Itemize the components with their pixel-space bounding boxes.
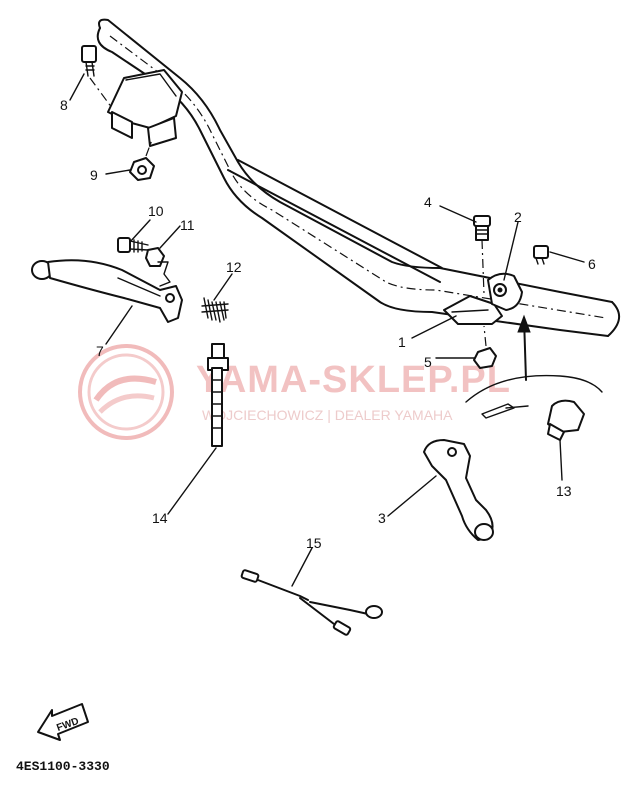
callout-12: 12 <box>226 259 242 275</box>
watermark-logo <box>78 344 174 440</box>
inset-pointer <box>465 314 603 403</box>
screw-6 <box>533 245 549 265</box>
callout-14: 14 <box>152 510 168 526</box>
clip-pin-13 <box>481 399 585 441</box>
wire-15 <box>240 569 383 636</box>
lever-holder-1 <box>443 295 503 325</box>
callout-13: 13 <box>556 483 572 499</box>
nut-11 <box>145 247 171 287</box>
callout-5: 5 <box>424 354 432 370</box>
cable-tie-14 <box>207 343 229 447</box>
spring-12 <box>201 297 229 323</box>
watermark-subtitle: WOJCIECHOWICZ | DEALER YAMAHA <box>202 407 453 423</box>
callout-7: 7 <box>96 343 104 359</box>
callout-labels: 1 2 3 4 5 6 7 8 9 10 11 12 13 14 15 <box>60 97 596 551</box>
lever-3 <box>423 439 494 541</box>
clamp-2 <box>487 272 523 311</box>
lever-7 <box>31 259 183 323</box>
screw-4 <box>473 215 491 295</box>
callout-4: 4 <box>424 194 432 210</box>
watermark-title: YAMA-SKLEP.PL <box>196 359 511 401</box>
diagram-code: 4ES1100-3330 <box>16 759 110 774</box>
callout-3: 3 <box>378 510 386 526</box>
callout-1: 1 <box>398 334 406 350</box>
handlebar <box>96 18 620 337</box>
callout-6: 6 <box>588 256 596 272</box>
callout-11: 11 <box>180 217 195 233</box>
nut-5 <box>473 325 497 369</box>
callout-2: 2 <box>514 209 522 225</box>
callout-8: 8 <box>60 97 68 113</box>
callout-15: 15 <box>306 535 322 551</box>
bolt-8 <box>81 45 113 109</box>
leader-lines <box>69 73 585 587</box>
bolt-10 <box>117 237 149 253</box>
watermark: YAMA-SKLEP.PL WOJCIECHOWICZ | DEALER YAM… <box>78 344 511 440</box>
callout-10: 10 <box>148 203 164 219</box>
left-clamp-assembly <box>107 69 183 147</box>
nut-9 <box>129 139 155 181</box>
fwd-arrow: FWD <box>37 703 89 741</box>
callout-9: 9 <box>90 167 98 183</box>
